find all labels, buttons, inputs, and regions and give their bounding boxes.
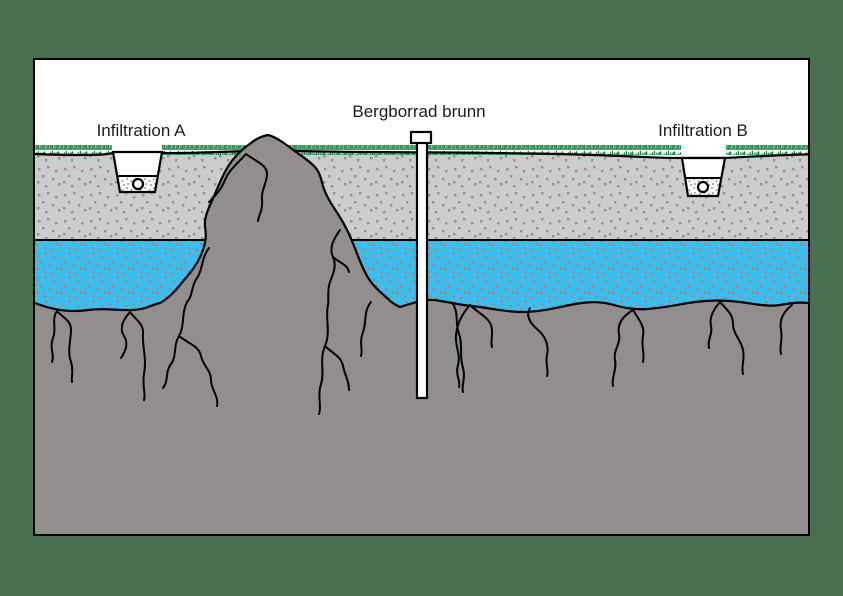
borehole-well xyxy=(409,130,433,400)
pit-a-pipe-cross-section xyxy=(131,177,145,191)
bedrock-cracks xyxy=(50,153,793,415)
cross-section-diagram: Infiltration A Bergborrad brunn Infiltra… xyxy=(35,60,808,534)
ground-surface-line xyxy=(35,149,808,160)
pit-b-pipe-cross-section xyxy=(696,180,710,194)
label-drilled-well: Bergborrad brunn xyxy=(352,102,485,121)
well-cap xyxy=(409,130,433,145)
well-casing xyxy=(415,140,429,400)
pit-b-outline xyxy=(680,156,727,198)
bedrock-surface-line xyxy=(35,133,808,314)
cross-section-panel: Infiltration A Bergborrad brunn Infiltra… xyxy=(33,58,810,536)
label-infiltration-b: Infiltration B xyxy=(658,121,748,140)
infiltration-pit-b xyxy=(680,156,727,198)
label-infiltration-a: Infiltration A xyxy=(97,121,186,140)
infiltration-pit-a xyxy=(111,150,164,194)
pit-a-outline xyxy=(111,150,164,194)
